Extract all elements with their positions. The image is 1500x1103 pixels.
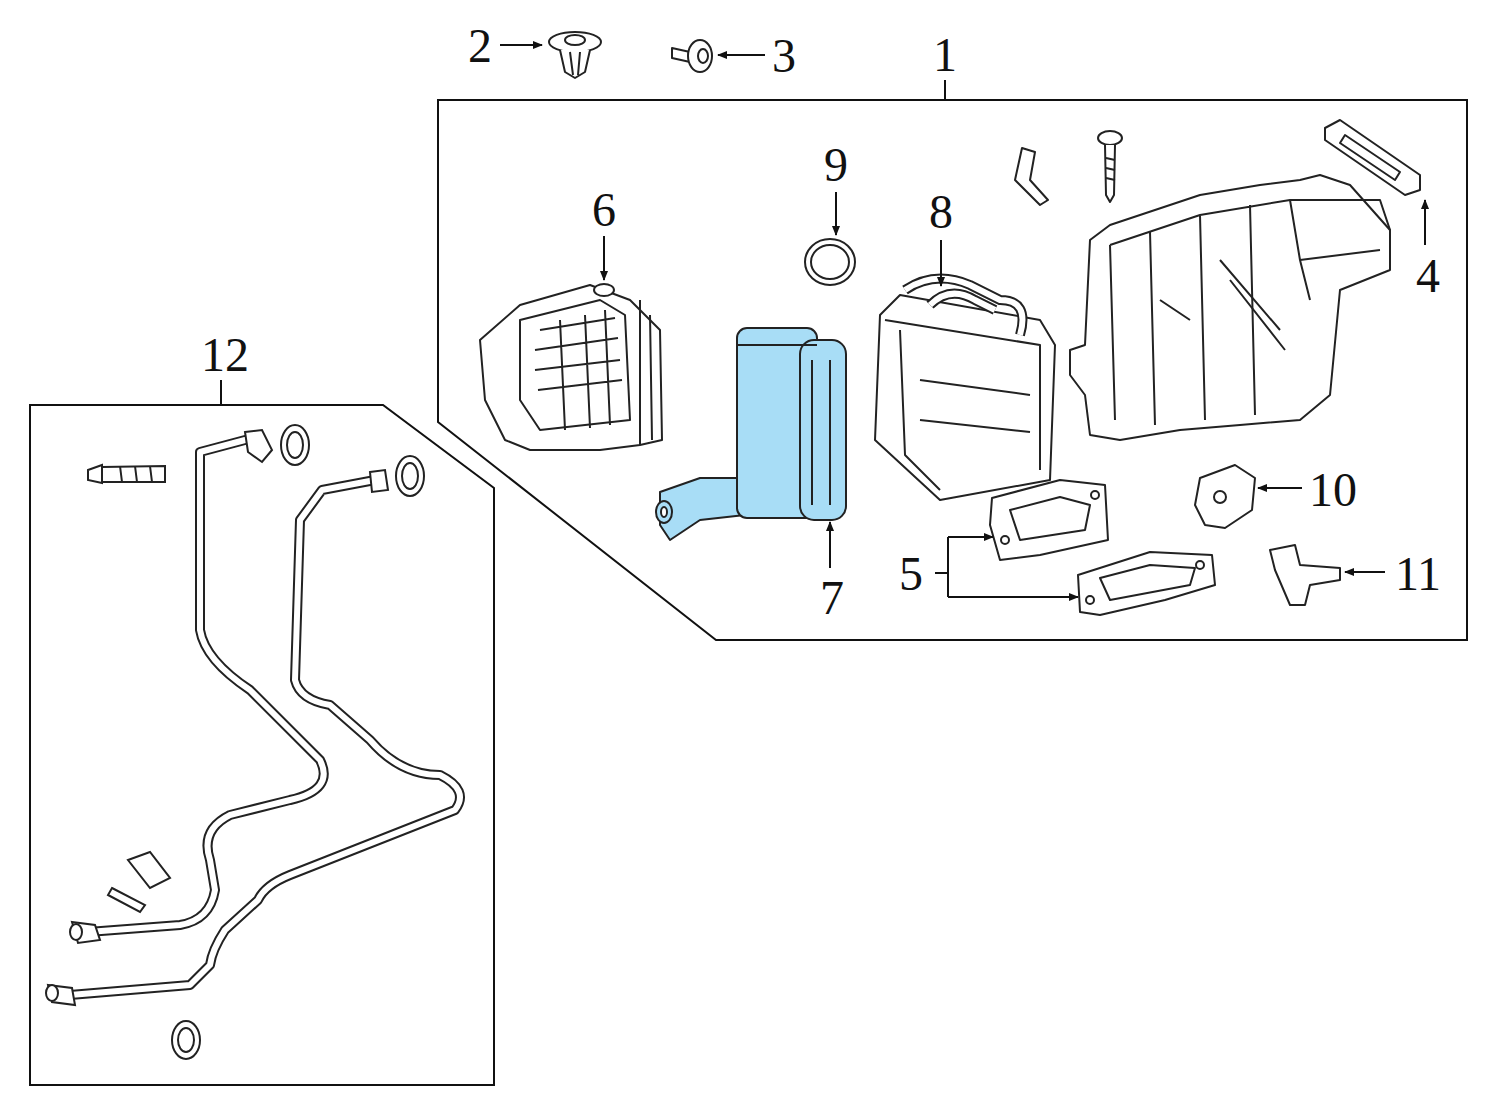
parts xyxy=(480,32,1420,615)
parts-group-region: 1 xyxy=(437,30,1468,641)
hose-fittings xyxy=(46,425,424,1059)
parts-group-region: 12 xyxy=(29,325,495,1086)
callout-number: 6 xyxy=(592,186,616,234)
callout-number: 5 xyxy=(899,550,923,598)
region-outline xyxy=(437,30,1468,641)
callout-number: 7 xyxy=(820,574,844,622)
bracket-lines xyxy=(221,80,948,597)
callout-number: 1 xyxy=(933,31,957,79)
leader-arrows xyxy=(500,45,1425,597)
callout-number: 9 xyxy=(824,141,848,189)
callout-number: 4 xyxy=(1416,252,1440,300)
callout-number: 8 xyxy=(929,188,953,236)
region-outline xyxy=(29,325,495,1086)
region-border xyxy=(30,405,494,1085)
callout-number: 2 xyxy=(468,22,492,70)
callout-number: 3 xyxy=(772,32,796,80)
callout-number: 10 xyxy=(1309,466,1357,514)
callout-number: 11 xyxy=(1395,550,1441,598)
region-border xyxy=(438,100,1467,640)
callout-number: 12 xyxy=(201,331,249,379)
hose-lines xyxy=(70,440,460,995)
